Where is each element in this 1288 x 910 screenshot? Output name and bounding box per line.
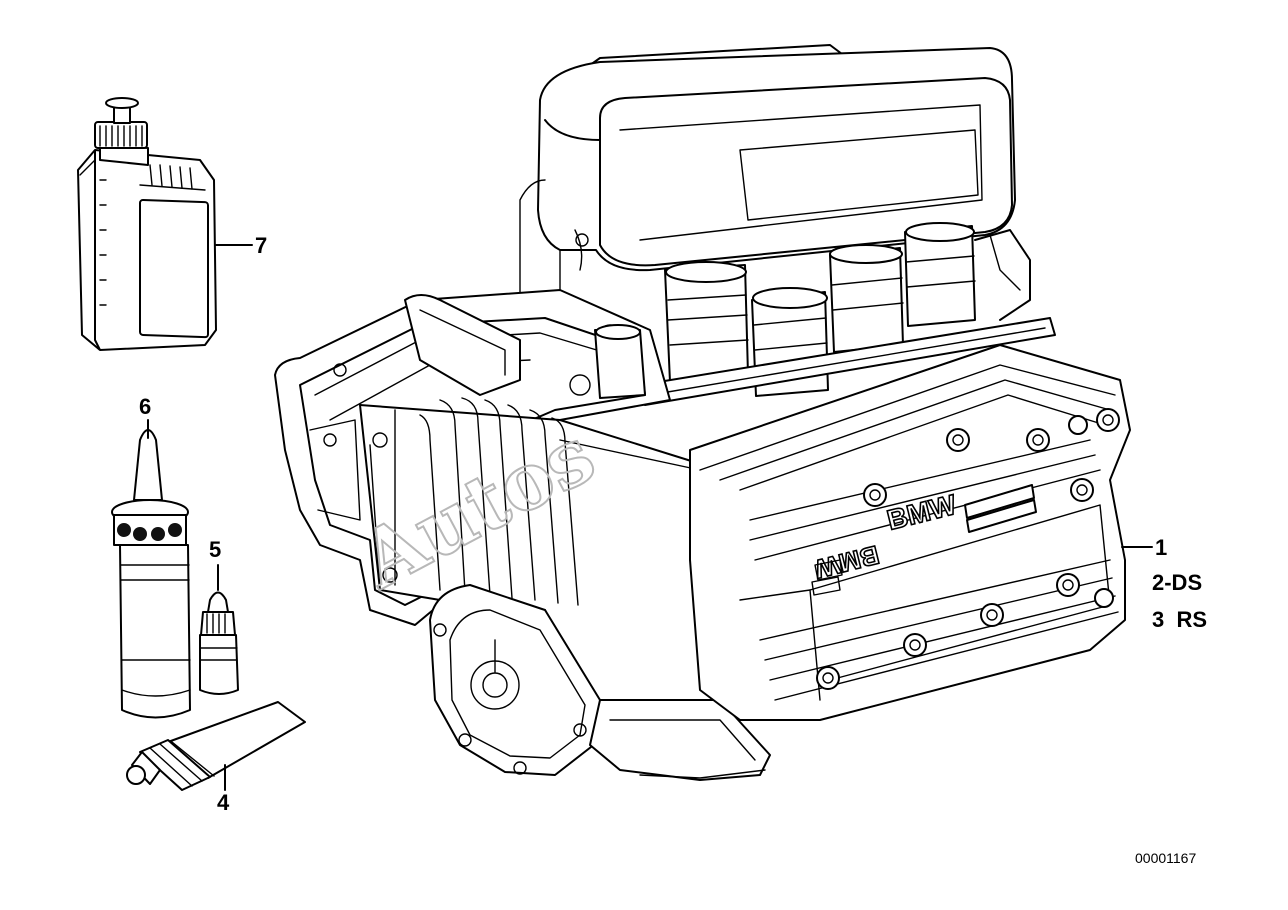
callout-2: 2-DS bbox=[1152, 570, 1202, 595]
callout-1: 1 bbox=[1155, 535, 1167, 560]
callout-5: 5 bbox=[209, 537, 221, 562]
paste-tube bbox=[126, 701, 306, 791]
oil-sump bbox=[589, 699, 771, 781]
oil-bottle bbox=[77, 97, 253, 351]
callout-4: 4 bbox=[217, 790, 230, 815]
air-filter-housing bbox=[519, 44, 1016, 311]
callout-3: 3 RS bbox=[1152, 607, 1207, 632]
valve-cover: BMW BMW bbox=[689, 344, 1131, 721]
timing-cover bbox=[429, 584, 601, 776]
callout-6: 6 bbox=[139, 394, 151, 419]
callout-7: 7 bbox=[255, 233, 267, 258]
engine-assembly: BMW BMW bbox=[274, 44, 1131, 781]
intake-throttle-bodies bbox=[639, 222, 1056, 406]
sealant-cartridge bbox=[111, 419, 191, 719]
adhesive-bottle bbox=[199, 564, 239, 695]
document-number: 00001167 bbox=[1135, 850, 1196, 866]
